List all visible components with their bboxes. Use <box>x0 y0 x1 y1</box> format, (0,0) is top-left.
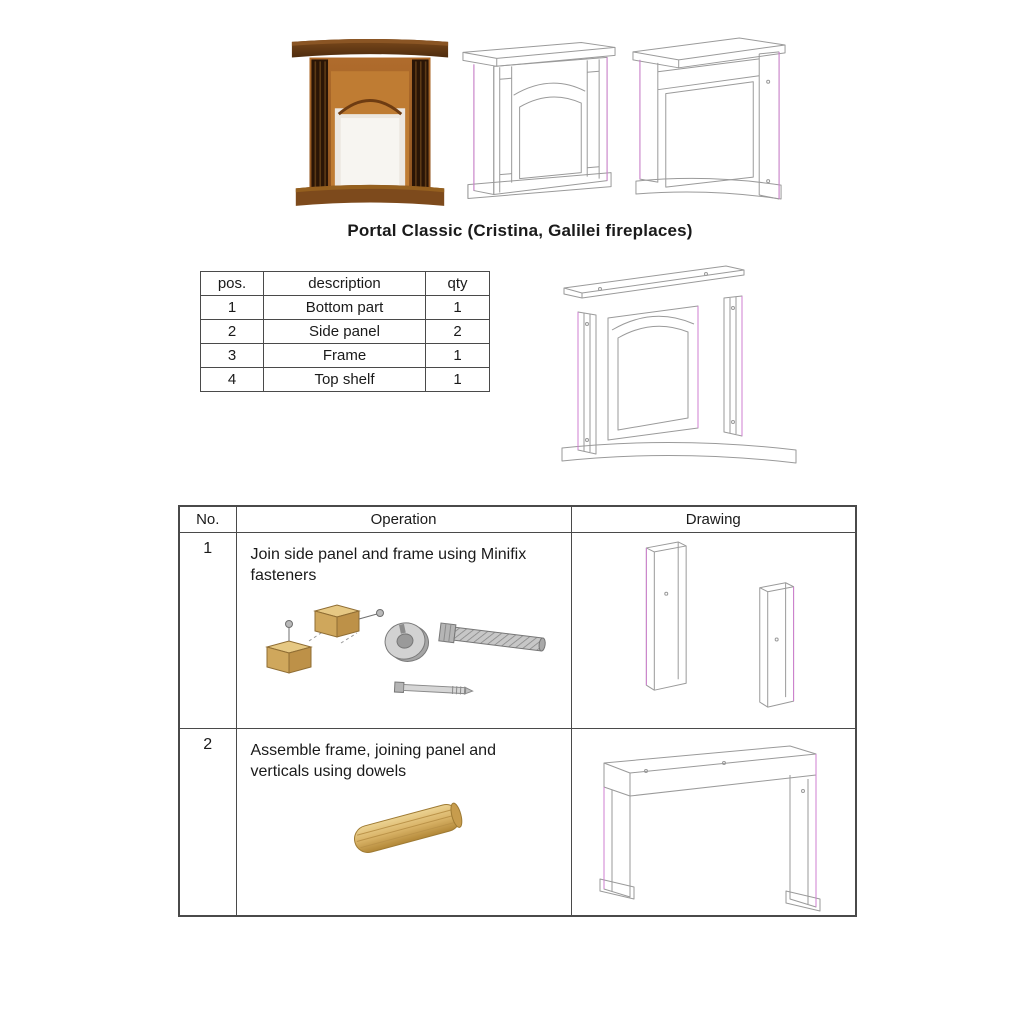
parts-cell-pos: 4 <box>200 367 264 392</box>
operation-number: 2 <box>178 727 237 917</box>
operation-number: 1 <box>178 531 237 729</box>
operations-header-drawing: Drawing <box>570 505 857 533</box>
parts-header-row: pos. description qty <box>200 271 490 296</box>
operation-cell: Join side panel and frame using Minifix … <box>235 531 572 729</box>
drawing-cell <box>570 727 857 917</box>
operation-text: Assemble frame, joining panel and vertic… <box>250 741 496 781</box>
wood-block-upper <box>312 603 361 638</box>
exploded-assembly-image <box>561 265 797 464</box>
fireplace-wireframe-front <box>456 33 622 205</box>
operation-row: 2 Assemble frame, joining panel and vert… <box>178 727 857 917</box>
parts-cell-description: Frame <box>263 343 426 368</box>
fireplace-wireframe-angled <box>628 31 794 209</box>
parts-cell-pos: 3 <box>200 343 264 368</box>
fireplace-wireframe-angled-image <box>632 37 786 200</box>
parts-table: pos. description qty 1 Bottom part 1 2 S… <box>200 271 490 392</box>
parts-header-pos: pos. <box>200 271 264 296</box>
cam-disc <box>384 621 429 662</box>
parts-row: 1 Bottom part 1 <box>200 295 490 320</box>
separated-panels-image <box>645 540 794 708</box>
bolt-upper <box>358 608 384 619</box>
separated-panels-drawing <box>574 536 854 725</box>
parts-cell-description: Bottom part <box>263 295 426 320</box>
connecting-bolt <box>393 680 474 695</box>
operations-header-no: No. <box>178 505 237 533</box>
minifix-fasteners-image <box>264 603 546 695</box>
minifix-bolt <box>437 621 546 651</box>
assembled-frame-image <box>599 745 820 911</box>
parts-cell-qty: 1 <box>425 295 490 320</box>
operations-header-operation: Operation <box>235 505 572 533</box>
parts-cell-pos: 2 <box>200 319 264 344</box>
drawing-cell <box>570 531 857 729</box>
page-title: Portal Classic (Cristina, Galilei firepl… <box>347 221 693 240</box>
wood-dowel-image <box>353 802 462 853</box>
parts-cell-description: Side panel <box>263 319 426 344</box>
parts-row: 2 Side panel 2 <box>200 319 490 344</box>
parts-row: 4 Top shelf 1 <box>200 367 490 392</box>
exploded-assembly-drawing <box>556 260 806 478</box>
fireplace-wireframe-front-image <box>462 41 616 200</box>
parts-row: 3 Frame 1 <box>200 343 490 368</box>
fireplace-photo <box>288 31 452 209</box>
minifix-fasteners-illustration <box>245 597 557 715</box>
parts-cell-qty: 1 <box>425 343 490 368</box>
wood-block-lower <box>264 639 313 674</box>
wood-dowel-illustration <box>337 789 477 867</box>
operations-header-row: No. Operation Drawing <box>178 505 857 533</box>
operation-cell: Assemble frame, joining panel and vertic… <box>235 727 572 917</box>
parts-header-description: description <box>263 271 426 296</box>
assembled-frame-drawing <box>574 733 854 913</box>
operations-table: No. Operation Drawing 1 Join side panel … <box>178 505 857 917</box>
parts-header-qty: qty <box>425 271 490 296</box>
operation-row: 1 Join side panel and frame using Minifi… <box>178 531 857 729</box>
parts-cell-qty: 2 <box>425 319 490 344</box>
operation-text: Join side panel and frame using Minifix … <box>250 545 527 585</box>
parts-cell-pos: 1 <box>200 295 264 320</box>
parts-cell-qty: 1 <box>425 367 490 392</box>
parts-cell-description: Top shelf <box>263 367 426 392</box>
bolt-lower <box>284 619 293 641</box>
fireplace-photo-image <box>291 38 449 206</box>
